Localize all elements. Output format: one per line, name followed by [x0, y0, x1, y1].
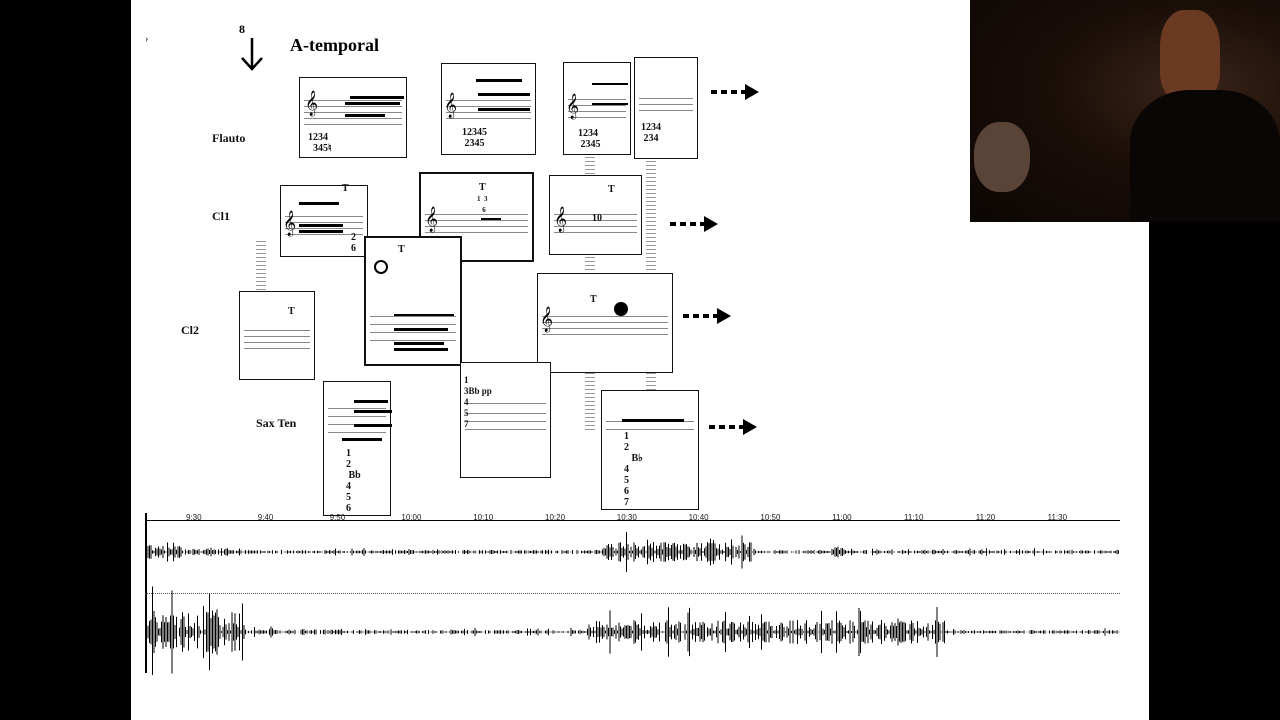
instrument-label-cl2: Cl2 — [181, 323, 199, 337]
score-box-sax-1: 1 2 Bb 4 5 6 — [323, 381, 392, 516]
timeline-tick-label: 11:10 — [904, 513, 924, 522]
continue-arrow-icon — [683, 308, 731, 324]
score-box-flauto-1: 𝄞 1234 345♮ — [299, 77, 407, 158]
score-box-cl2-3: 𝄞 T — [537, 273, 673, 373]
timeline-axis — [145, 520, 1120, 521]
waveform-trace — [145, 532, 1119, 675]
fingering-text: 1 3 6 — [477, 195, 488, 214]
continue-arrow-icon — [709, 419, 757, 435]
score-box-cl1-3: 𝄞 T 10 — [549, 175, 642, 255]
instrument-label-sax-ten: Sax Ten — [256, 416, 297, 430]
timeline-tick-label: 10:40 — [688, 513, 709, 522]
timeline-tick-label: 11:20 — [975, 513, 996, 522]
timeline-tick-label: 11:30 — [1047, 513, 1068, 522]
timeline-tick-label: 10:50 — [760, 513, 781, 522]
score-box-sax-2: 1 3Bb pp 4 5 7 — [460, 362, 551, 478]
filled-circle-icon — [614, 302, 628, 316]
fingering-text: 1234 2345 — [578, 128, 601, 150]
timeline-tick-label: 11:00 — [832, 513, 852, 522]
continue-arrow-icon — [670, 216, 718, 232]
timeline-tick-label: 10:20 — [545, 513, 566, 522]
timeline-tick-label: 10:10 — [473, 513, 494, 522]
tongue-mark: T — [342, 183, 349, 194]
audio-waveform — [145, 532, 1119, 675]
tongue-mark: T — [590, 294, 597, 305]
open-circle-icon — [374, 260, 388, 274]
speaker-figure — [1160, 10, 1220, 100]
section-number: 8 — [239, 22, 245, 36]
fingering-text: 1 3Bb pp 4 5 7 — [464, 375, 492, 429]
dynamic-ladder — [646, 70, 656, 430]
score-box-flauto-2: 𝄞 12345 2345 — [441, 63, 536, 155]
timeline-tick-label: 10:00 — [401, 513, 422, 522]
cursor-mark: › — [145, 34, 149, 45]
score-box-flauto-3: 𝄞 1234 2345 — [563, 62, 631, 155]
score-box-sax-3: 1 2 B♭ 4 5 6 7 — [601, 390, 699, 510]
track-divider — [145, 593, 1120, 594]
score-box-flauto-4: 1234 234 — [634, 57, 698, 159]
instrument-label-flauto: Flauto — [212, 131, 246, 145]
fingering-text: 1 2 Bb 4 5 6 — [346, 448, 361, 514]
tongue-mark: T — [288, 306, 295, 317]
speaker-figure — [1130, 90, 1280, 222]
fingering-text: 12345 2345 — [462, 127, 487, 149]
fingering-text: 1234 345♮ — [308, 132, 332, 154]
tongue-mark: T — [479, 182, 486, 193]
fingering-text: 1234 234 — [641, 122, 661, 144]
score-box-cl2-1: T — [239, 291, 315, 380]
fingering-text: 1 2 B♭ 4 5 6 7 — [624, 431, 643, 508]
timeline-tick-label: 9:40 — [257, 513, 274, 522]
down-arrow-icon — [241, 38, 263, 71]
speaker-video-feed — [970, 0, 1280, 222]
score-box-cl1-1: 𝄞 T 2 6 — [280, 183, 368, 257]
fingering-text: 2 6 — [351, 232, 356, 254]
slide-title: A-temporal — [290, 35, 379, 55]
timeline-tick-label: 9:50 — [329, 513, 346, 522]
timeline-tick-label: 10:30 — [616, 513, 637, 522]
audience-member — [974, 122, 1030, 192]
tongue-mark: T — [398, 244, 405, 255]
dynamic-ladder — [256, 238, 266, 293]
continue-arrow-icon — [711, 84, 759, 100]
timeline-tick-label: 9:30 — [186, 513, 202, 522]
fingering-text: 10 — [592, 213, 602, 224]
score-box-cl2-2: T — [364, 236, 462, 366]
tongue-mark: T — [608, 184, 615, 195]
instrument-label-cl1: Cl1 — [212, 209, 230, 223]
